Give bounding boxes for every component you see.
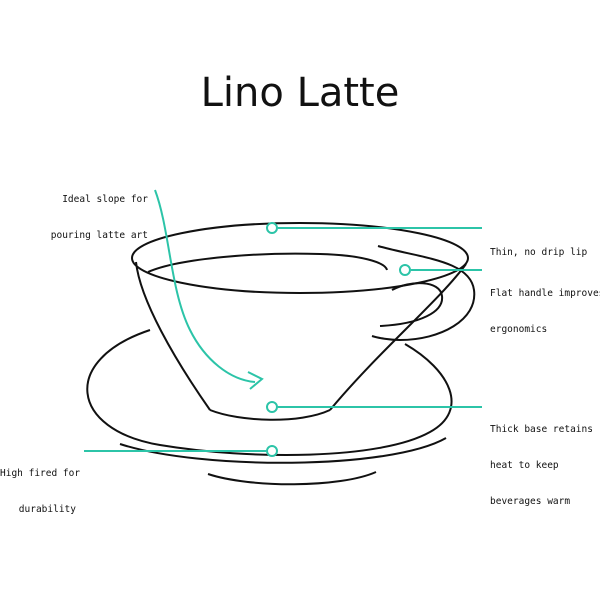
cup-right-side — [329, 263, 467, 411]
fired-marker — [266, 445, 278, 457]
saucer — [86, 329, 453, 486]
slope-leader — [154, 189, 256, 383]
label-base-line-3: beverages warm — [490, 496, 571, 507]
label-handle-line-2: ergonomics — [490, 324, 548, 335]
label-slope-line-2: pouring latte art — [50, 230, 148, 241]
cup-base — [209, 409, 331, 421]
label-fired-line-2: durability — [18, 504, 76, 515]
lip-marker — [266, 222, 278, 234]
handle-marker — [399, 264, 411, 276]
label-base-line-2: heat to keep — [490, 460, 559, 471]
label-slope-line-1: Ideal slope for — [62, 194, 148, 205]
cup-outer-rim — [131, 222, 469, 294]
label-handle-line-1: Flat handle improves — [490, 288, 600, 299]
label-slope: Ideal slope for pouring latte art — [20, 170, 148, 266]
cup-left-side — [135, 261, 211, 411]
label-lip: Thin, no drip lip — [490, 223, 587, 283]
label-lip-line-1: Thin, no drip lip — [490, 247, 588, 258]
label-fired: High fired for durability — [0, 444, 81, 540]
slope-arrowhead — [247, 371, 264, 390]
label-base: Thick base retains heat to keep beverage… — [490, 400, 593, 532]
diagram-title: Lino Latte — [200, 70, 400, 116]
saucer-foot — [207, 471, 377, 486]
saucer-inner-rim — [119, 437, 447, 464]
cup-handle-outer — [371, 245, 476, 342]
saucer-outer-rim — [86, 329, 453, 456]
base-marker — [266, 401, 278, 413]
label-base-line-1: Thick base retains — [490, 424, 593, 435]
label-handle: Flat handle improves ergonomics — [490, 264, 600, 360]
label-fired-line-1: High fired for — [0, 468, 81, 479]
callouts — [84, 189, 482, 457]
cup — [131, 222, 476, 421]
cup-handle-inner — [379, 282, 444, 327]
cup-inner-rim — [147, 252, 388, 273]
